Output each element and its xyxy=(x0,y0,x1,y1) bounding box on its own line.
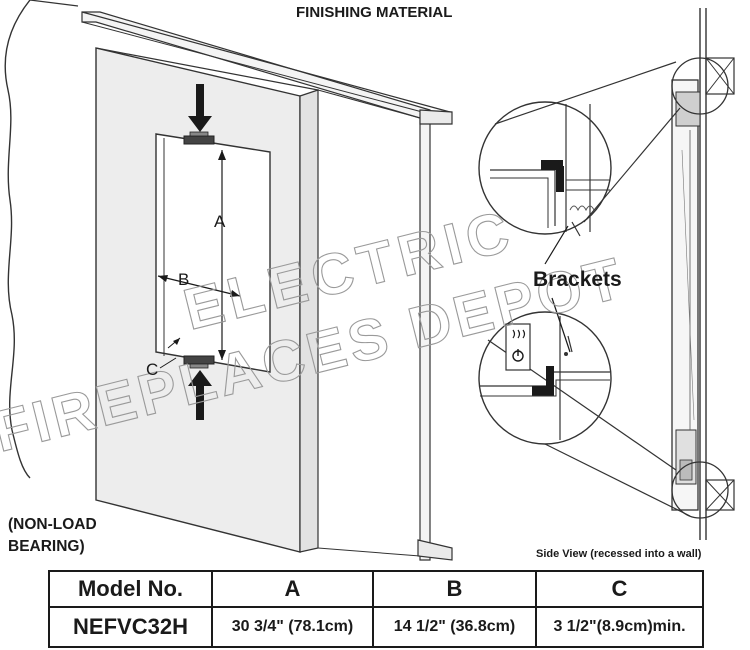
drywall-side xyxy=(299,89,319,553)
dimensions-table: Model No. A B C NEFVC32H 30 3/4" (78.1cm… xyxy=(48,570,704,648)
cell-model: NEFVC32H xyxy=(48,606,213,648)
cell-b: 14 1/2" (36.8cm) xyxy=(372,606,537,648)
header-a: A xyxy=(211,570,374,608)
top-bracket xyxy=(183,135,215,145)
header-c: C xyxy=(535,570,704,608)
bottom-source-circle xyxy=(671,461,729,519)
top-source-circle xyxy=(671,57,729,115)
stud-side-edge xyxy=(317,89,421,119)
brackets-label: Brackets xyxy=(533,268,622,291)
heat-icon xyxy=(512,329,526,339)
cell-c: 3 1/2"(8.9cm)min. xyxy=(535,606,704,648)
bottom-detail-drawing xyxy=(480,316,610,440)
dimension-a-label: A xyxy=(214,212,226,231)
dimension-b-line xyxy=(157,275,241,297)
stud-top-line xyxy=(81,11,451,113)
cell-a: 30 3/4" (78.1cm) xyxy=(211,606,374,648)
wall-outline xyxy=(4,0,31,479)
bottom-bracket xyxy=(183,355,215,365)
brackets-leader-top xyxy=(544,225,569,265)
side-view-caption: Side View (recessed into a wall) xyxy=(536,548,702,560)
drywall-top xyxy=(95,47,319,91)
bottom-detail-circle xyxy=(478,311,612,445)
stud-top-line-2 xyxy=(81,21,446,119)
bottom-bracket-detail xyxy=(532,386,554,396)
top-detail-drawing xyxy=(490,104,610,237)
header-b: B xyxy=(372,570,537,608)
non-load-bearing-label: (NON-LOAD BEARING) xyxy=(8,514,97,558)
bottom-track xyxy=(417,539,453,561)
dimension-c-label: C xyxy=(146,360,159,379)
finishing-material-title: FINISHING MATERIAL xyxy=(296,4,453,21)
dimension-b-label: B xyxy=(178,270,190,289)
top-track xyxy=(419,109,453,125)
stud-side-edge-2 xyxy=(317,547,421,557)
wall-opening xyxy=(155,133,271,373)
up-arrow xyxy=(188,370,212,420)
top-bracket-detail xyxy=(541,160,563,170)
top-stud xyxy=(705,57,735,95)
brackets-leader-bottom xyxy=(551,297,571,353)
non-load-line-1: (NON-LOAD xyxy=(8,516,97,533)
header-model: Model No. xyxy=(48,570,213,608)
finishing-material-panel xyxy=(81,11,431,561)
table-row: NEFVC32H 30 3/4" (78.1cm) 14 1/2" (36.8c… xyxy=(48,606,704,648)
table-header-row: Model No. A B C xyxy=(48,570,704,608)
down-arrow xyxy=(188,84,212,132)
non-load-line-2: BEARING) xyxy=(8,538,85,555)
wall-top-edge xyxy=(29,0,79,7)
